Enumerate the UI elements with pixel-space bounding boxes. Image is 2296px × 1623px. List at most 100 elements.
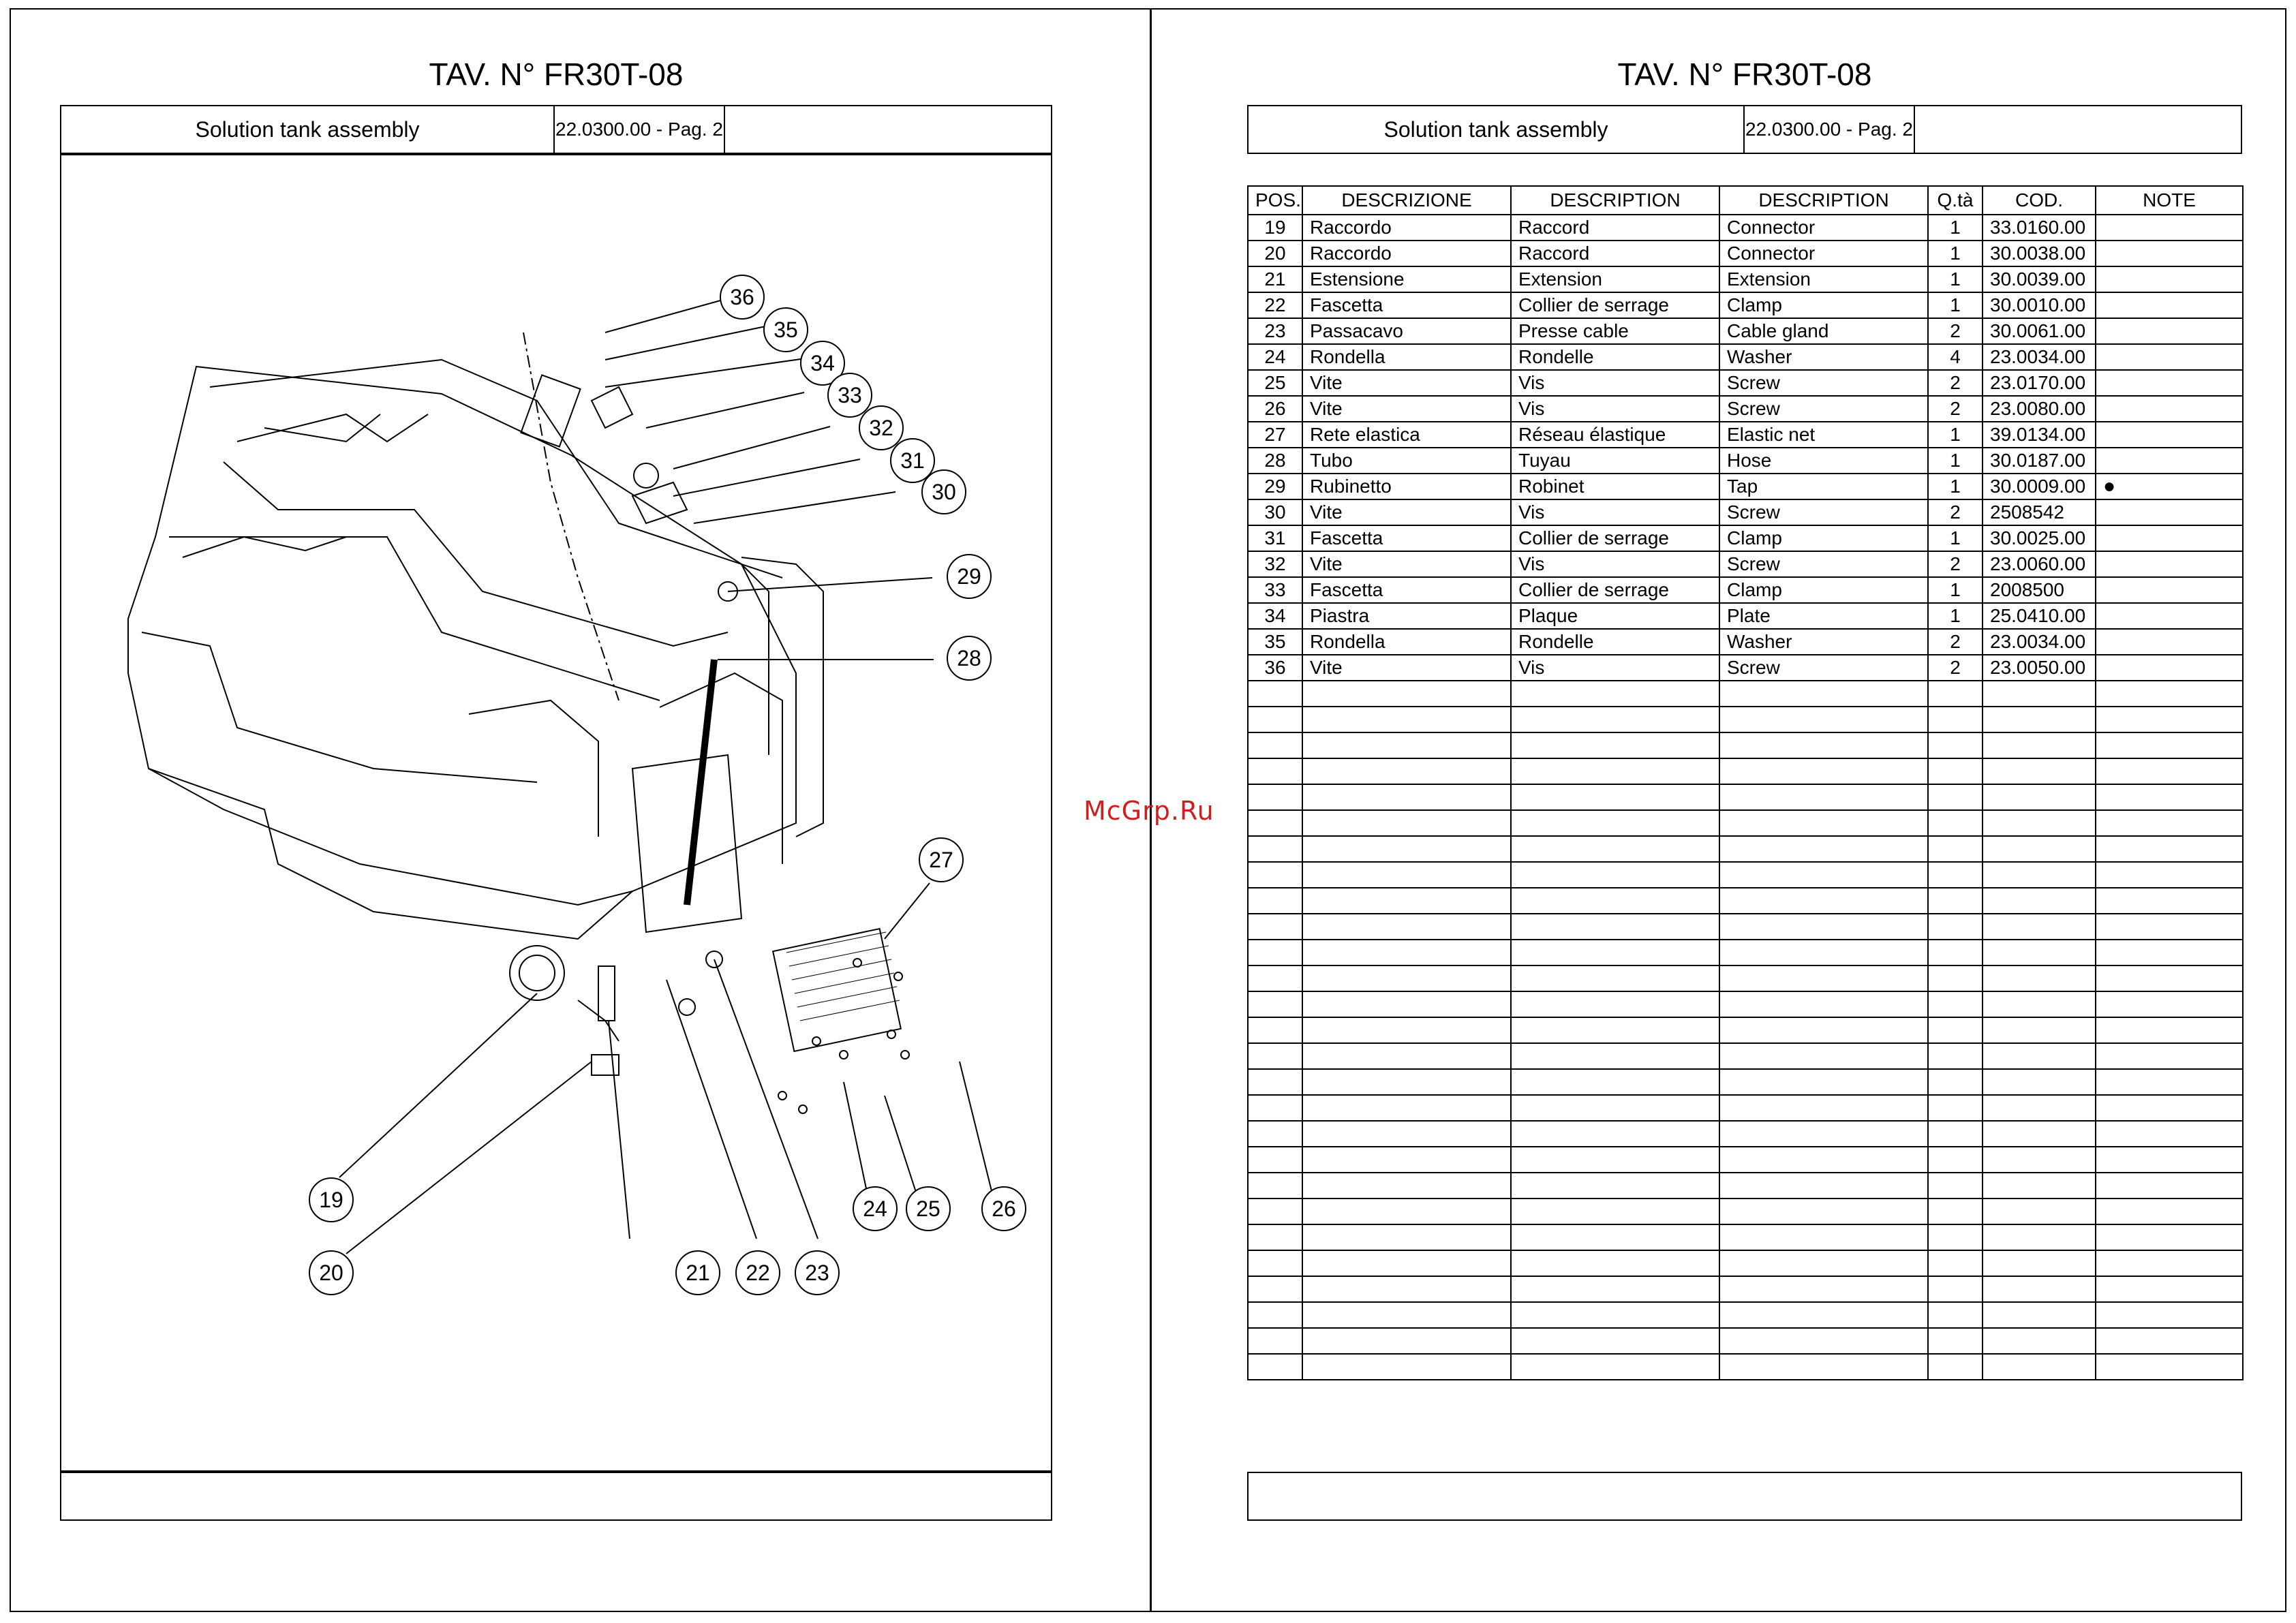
empty-cell — [2095, 706, 2244, 733]
row-qty: 1 — [1927, 240, 1983, 267]
empty-cell — [1302, 809, 1512, 837]
empty-cell — [1247, 1301, 1303, 1329]
empty-cell — [1719, 1198, 1929, 1225]
empty-cell — [2095, 1276, 2244, 1303]
col-pos: POS. — [1247, 185, 1303, 215]
empty-cell — [1510, 1068, 1720, 1096]
row-description-fr: Plaque — [1510, 602, 1720, 630]
table-row-empty — [1247, 784, 2244, 811]
empty-cell — [1510, 1276, 1720, 1303]
empty-cell — [2095, 835, 2244, 863]
empty-cell — [1982, 1301, 2096, 1329]
row-cod: 23.0060.00 — [1982, 551, 2096, 578]
row-cod: 2508542 — [1982, 499, 2096, 526]
callout-29: 29 — [957, 564, 981, 589]
empty-cell — [1247, 1094, 1303, 1122]
callout-25: 25 — [916, 1196, 940, 1221]
empty-cell — [1982, 1276, 2096, 1303]
empty-cell — [1247, 861, 1303, 888]
row-note — [2095, 499, 2244, 526]
table-row-empty — [1247, 706, 2244, 733]
page-divider — [1150, 8, 1152, 1612]
empty-cell — [1982, 1120, 2096, 1147]
right-assembly-name: Solution tank assembly — [1249, 106, 1745, 153]
empty-cell — [2095, 809, 2244, 837]
row-qty: 1 — [1927, 473, 1983, 500]
row-pos: 36 — [1247, 654, 1303, 681]
row-descrizione: Rondella — [1302, 343, 1512, 371]
empty-cell — [2095, 1146, 2244, 1173]
empty-cell — [1927, 1301, 1983, 1329]
row-qty: 1 — [1927, 447, 1983, 474]
row-qty: 1 — [1927, 292, 1983, 319]
table-row-empty — [1247, 887, 2244, 914]
table-row-empty — [1247, 1068, 2244, 1096]
left-header-box: Solution tank assembly 22.0300.00 - Pag.… — [60, 105, 1052, 154]
empty-cell — [1302, 1301, 1512, 1329]
empty-cell — [1510, 835, 1720, 863]
empty-cell — [1982, 887, 2096, 914]
callout-24: 24 — [863, 1196, 887, 1221]
row-description-fr: Vis — [1510, 654, 1720, 681]
empty-cell — [1510, 809, 1720, 837]
row-note — [2095, 343, 2244, 371]
empty-cell — [1510, 1250, 1720, 1277]
empty-cell — [1927, 1224, 1983, 1251]
row-cod: 30.0061.00 — [1982, 318, 2096, 345]
empty-cell — [1982, 991, 2096, 1018]
row-note — [2095, 602, 2244, 630]
callout-36-circle — [720, 275, 765, 320]
empty-cell — [1247, 835, 1303, 863]
empty-cell — [1982, 1042, 2096, 1070]
row-note — [2095, 266, 2244, 293]
callout-28-circle — [947, 636, 992, 681]
empty-cell — [1302, 887, 1512, 914]
empty-cell — [1927, 1042, 1983, 1070]
empty-cell — [2095, 758, 2244, 785]
row-description-fr: Collier de serrage — [1510, 576, 1720, 604]
empty-cell — [1247, 1198, 1303, 1225]
empty-cell — [1719, 1353, 1929, 1380]
empty-cell — [1982, 1353, 2096, 1380]
row-description-en: Hose — [1719, 447, 1929, 474]
row-note — [2095, 292, 2244, 319]
table-row-empty — [1247, 758, 2244, 785]
row-description-en: Screw — [1719, 395, 1929, 422]
row-description-en: Connector — [1719, 214, 1929, 241]
row-descrizione: Vite — [1302, 551, 1512, 578]
row-note — [2095, 551, 2244, 578]
empty-cell — [1719, 1276, 1929, 1303]
empty-cell — [1719, 706, 1929, 733]
empty-cell — [1982, 1017, 2096, 1044]
callout-28: 28 — [957, 646, 981, 670]
empty-cell — [2095, 784, 2244, 811]
row-qty: 2 — [1927, 318, 1983, 345]
callout-30-circle — [921, 469, 966, 514]
row-cod: 23.0080.00 — [1982, 395, 2096, 422]
callout-22-circle — [735, 1250, 780, 1295]
row-description-en: Washer — [1719, 343, 1929, 371]
row-description-fr: Vis — [1510, 551, 1720, 578]
row-descrizione: Vite — [1302, 499, 1512, 526]
empty-cell — [2095, 939, 2244, 966]
row-description-en: Extension — [1719, 266, 1929, 293]
row-description-fr: Collier de serrage — [1510, 292, 1720, 319]
row-description-en: Screw — [1719, 369, 1929, 397]
callout-19-circle — [309, 1177, 354, 1222]
row-note — [2095, 525, 2244, 552]
empty-cell — [2095, 1353, 2244, 1380]
row-description-fr: Raccord — [1510, 240, 1720, 267]
empty-cell — [1510, 913, 1720, 940]
row-qty: 2 — [1927, 499, 1983, 526]
empty-cell — [1982, 835, 2096, 863]
empty-cell — [2095, 1301, 2244, 1329]
callout-34: 34 — [810, 351, 835, 375]
empty-cell — [1719, 1068, 1929, 1096]
empty-cell — [1302, 1172, 1512, 1199]
